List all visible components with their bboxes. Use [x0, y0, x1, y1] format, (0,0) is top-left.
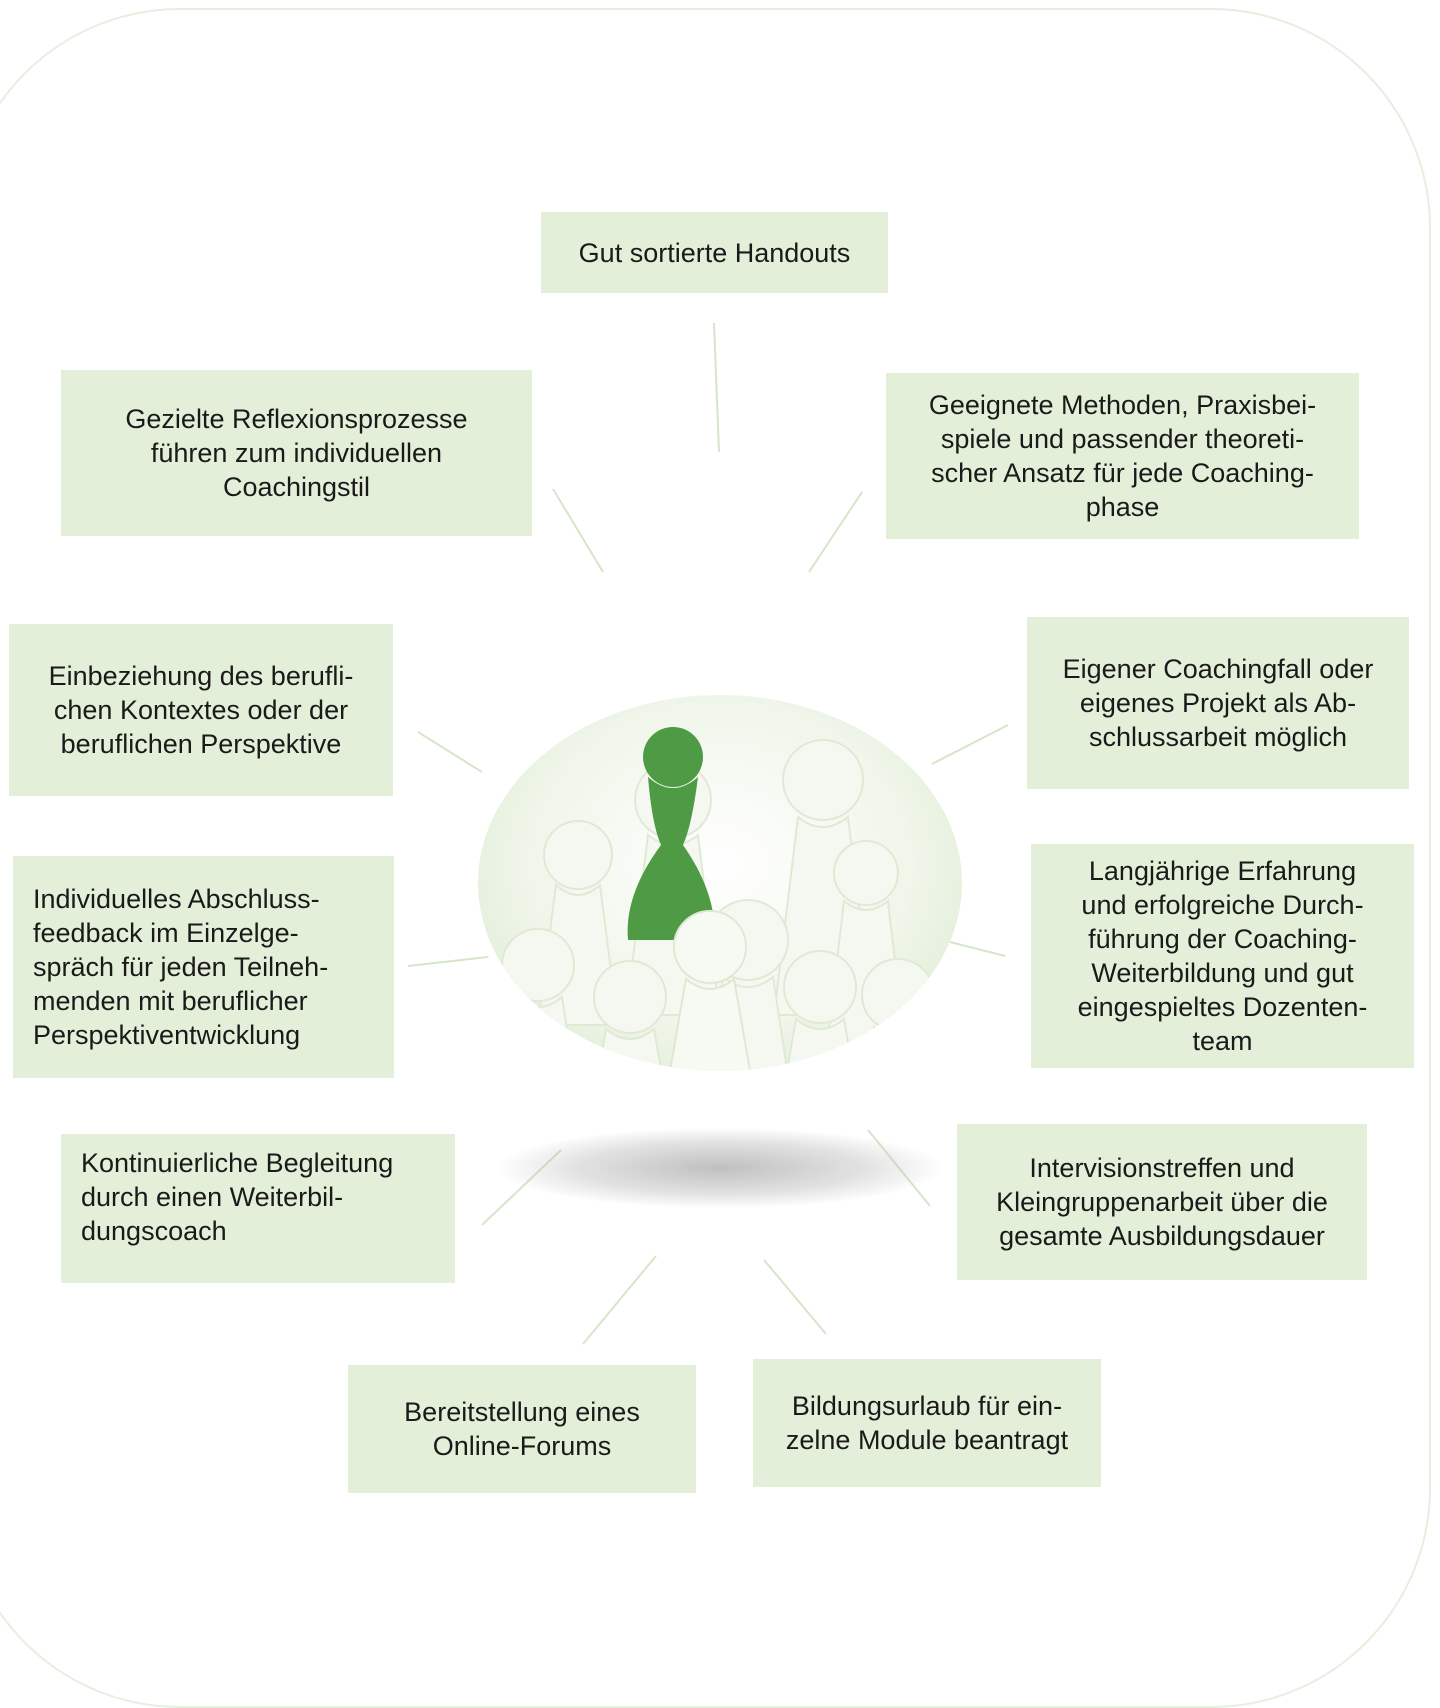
item-feedback: Individuelles Abschluss- feedback im Ein… — [13, 856, 394, 1078]
connector-forum — [582, 1255, 657, 1345]
item-handouts: Gut sortierte Handouts — [541, 212, 888, 293]
item-methoden: Geeignete Methoden, Praxisbei- spiele un… — [886, 373, 1359, 539]
connector-feedback — [407, 956, 489, 967]
connector-bildungsurlaub — [763, 1259, 827, 1335]
image-shadow — [500, 1128, 940, 1208]
item-forum: Bereitstellung eines Online-Forums — [348, 1365, 696, 1493]
connector-reflexion — [552, 488, 604, 573]
item-begleitung: Kontinuierliche Begleitung durch einen W… — [61, 1134, 455, 1283]
connector-kontext — [417, 731, 483, 773]
connector-coachingfall — [931, 724, 1009, 765]
item-intervision: Intervisionstreffen und Kleingruppenarbe… — [957, 1124, 1367, 1280]
item-reflexion: Gezielte Reflexionsprozesse führen zum i… — [61, 370, 532, 536]
item-kontext: Einbeziehung des berufli- chen Kontextes… — [9, 624, 393, 796]
connector-methoden — [808, 491, 863, 573]
green-pawn — [627, 727, 715, 940]
center-image-green-pawn — [478, 695, 962, 1071]
item-bildungsurlaub: Bildungsurlaub für ein- zelne Module bea… — [753, 1359, 1101, 1487]
connector-handouts — [713, 322, 720, 453]
item-erfahrung: Langjährige Erfahrung und erfolgreiche D… — [1031, 844, 1414, 1068]
item-coachingfall: Eigener Coachingfall oder eigenes Projek… — [1027, 617, 1409, 789]
connector-erfahrung — [949, 941, 1006, 957]
